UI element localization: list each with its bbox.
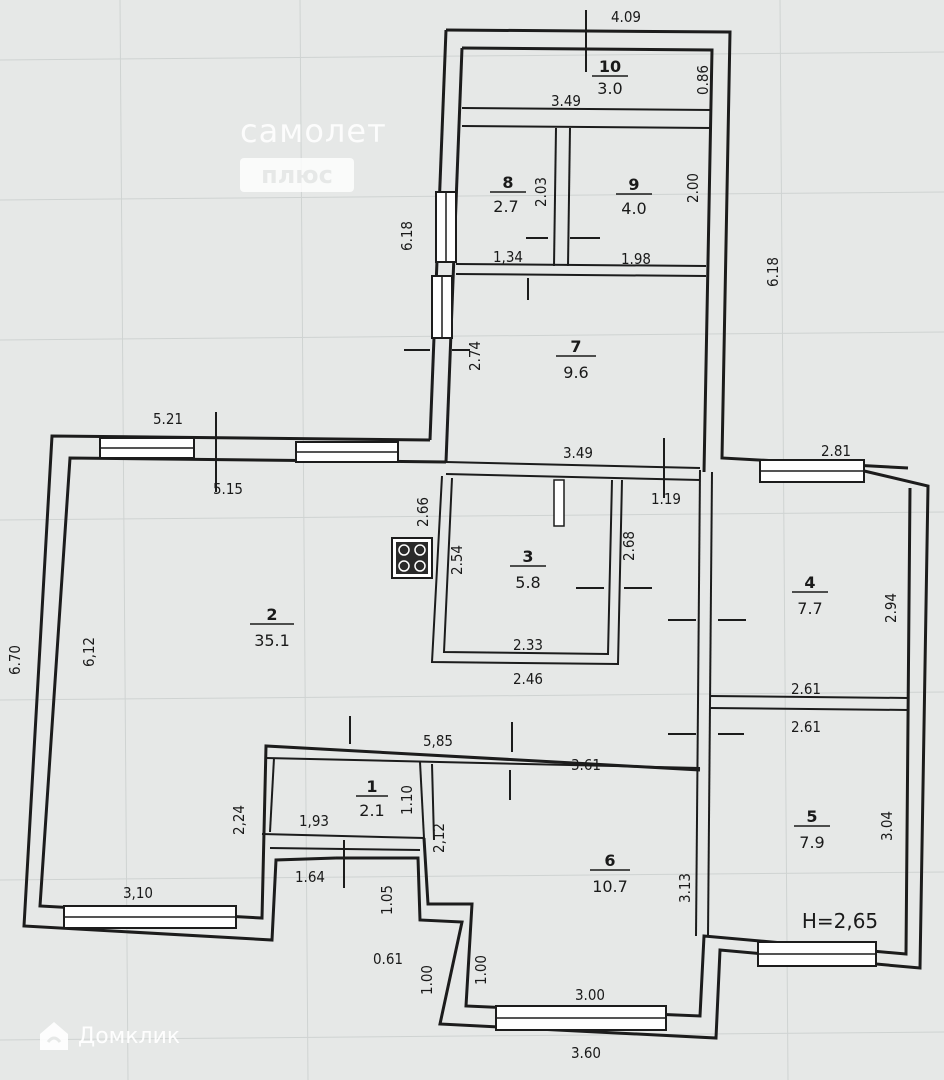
dim-label: 2.61	[791, 718, 821, 736]
svg-text:4.0: 4.0	[621, 199, 646, 218]
svg-text:3.0: 3.0	[597, 79, 622, 98]
dim-label: 1,93	[299, 812, 329, 830]
ceiling-height: H=2,65	[802, 909, 878, 933]
window-room2-north-right	[295, 441, 399, 463]
dim-label: 5.21	[153, 410, 183, 428]
dim-label: 2.03	[532, 177, 550, 207]
dim-label: 3.60	[571, 1044, 601, 1062]
dim-label: 1.10	[398, 785, 416, 815]
dim-label: 2.68	[620, 531, 638, 561]
house-icon	[40, 1022, 68, 1050]
svg-text:4: 4	[804, 573, 815, 592]
dim-label: 2,12	[430, 823, 448, 853]
dim-label: 1.00	[472, 955, 490, 985]
room-labels: 103.0 82.7 94.0 79.6 235.1 35.8 47.7 57.…	[250, 57, 878, 933]
dim-label: 6.18	[398, 221, 416, 251]
svg-text:6: 6	[604, 851, 615, 870]
svg-text:5: 5	[806, 807, 817, 826]
svg-text:10: 10	[599, 57, 621, 76]
svg-text:1: 1	[366, 777, 377, 796]
svg-text:8: 8	[502, 173, 513, 192]
domclick-label: Домклик	[78, 1023, 181, 1049]
window-room4	[759, 459, 865, 483]
dim-label: 3,10	[123, 884, 153, 902]
room-label-9: 94.0	[616, 175, 652, 218]
windows	[63, 191, 877, 1031]
svg-text:3: 3	[522, 547, 533, 566]
svg-text:2.7: 2.7	[493, 197, 518, 216]
stove-icon	[391, 537, 433, 579]
samolet-watermark-badge: плюс	[240, 158, 354, 192]
room-label-10: 103.0	[592, 57, 628, 98]
window-room5	[757, 941, 877, 967]
room-label-2: 235.1	[250, 605, 294, 650]
svg-text:2.1: 2.1	[359, 801, 384, 820]
dimension-labels: 4.09 3.49 0.86 6.18 2.03 2.00 1,34 1.98 …	[6, 8, 900, 1062]
svg-text:7: 7	[570, 337, 581, 356]
window-room7	[431, 275, 453, 339]
svg-text:9: 9	[628, 175, 639, 194]
dim-label: 2.66	[414, 497, 432, 527]
dim-label: 4.09	[611, 8, 641, 26]
dim-label: 2.33	[513, 636, 543, 654]
samolet-watermark-text: самолет	[240, 112, 387, 150]
svg-text:9.6: 9.6	[563, 363, 588, 382]
dim-label: 2.74	[466, 341, 484, 371]
dim-label: 3.00	[575, 986, 605, 1004]
dim-label: 3.13	[676, 873, 694, 903]
svg-text:7.9: 7.9	[799, 833, 824, 852]
room-label-8: 82.7	[490, 173, 526, 216]
window-room8	[435, 191, 457, 263]
dim-label: 1.00	[418, 965, 436, 995]
dim-label: 5,85	[423, 732, 453, 750]
svg-text:7.7: 7.7	[797, 599, 822, 618]
dim-label: 0.86	[694, 65, 712, 95]
window-room6	[495, 1005, 667, 1031]
dim-label: 2.94	[882, 593, 900, 623]
dim-label: 6,12	[80, 637, 98, 667]
walls	[22, 28, 930, 1040]
dim-label: 1.98	[621, 250, 651, 268]
room-label-5: 57.9	[794, 807, 830, 852]
room-label-1: 12.1	[356, 777, 388, 820]
dim-label: 1.64	[295, 868, 325, 886]
dim-label: 2.61	[791, 680, 821, 698]
dim-label: 2,24	[230, 805, 248, 835]
svg-text:5.8: 5.8	[515, 573, 540, 592]
door-ticks	[215, 10, 746, 888]
room-label-6: 610.7	[590, 851, 630, 896]
dim-label: 1.19	[651, 490, 681, 508]
dim-label: 3.04	[878, 811, 896, 841]
dim-label: 1.05	[378, 885, 396, 915]
svg-text:35.1: 35.1	[254, 631, 290, 650]
dim-label: 2.46	[513, 670, 543, 688]
dim-label: 2.54	[448, 545, 466, 575]
dim-label: 3.61	[571, 756, 601, 774]
dim-label: 3.49	[551, 92, 581, 110]
dim-label: 3.49	[563, 444, 593, 462]
dim-label: 2.81	[821, 442, 851, 460]
dim-label: 6.70	[6, 645, 24, 675]
room-label-7: 79.6	[556, 337, 596, 382]
dim-label: 5.15	[213, 480, 243, 498]
window-room2-south	[63, 905, 237, 929]
dim-label: 1,34	[493, 248, 523, 266]
window-room2-north-left	[99, 437, 195, 459]
dim-label: 6.18	[764, 257, 782, 287]
dim-label: 0.61	[373, 950, 403, 968]
dim-label: 2.00	[684, 173, 702, 203]
domclick-watermark: Домклик	[36, 1018, 180, 1054]
svg-text:10.7: 10.7	[592, 877, 628, 896]
room-label-4: 47.7	[792, 573, 828, 618]
svg-text:2: 2	[266, 605, 277, 624]
room-label-3: 35.8	[510, 547, 546, 592]
